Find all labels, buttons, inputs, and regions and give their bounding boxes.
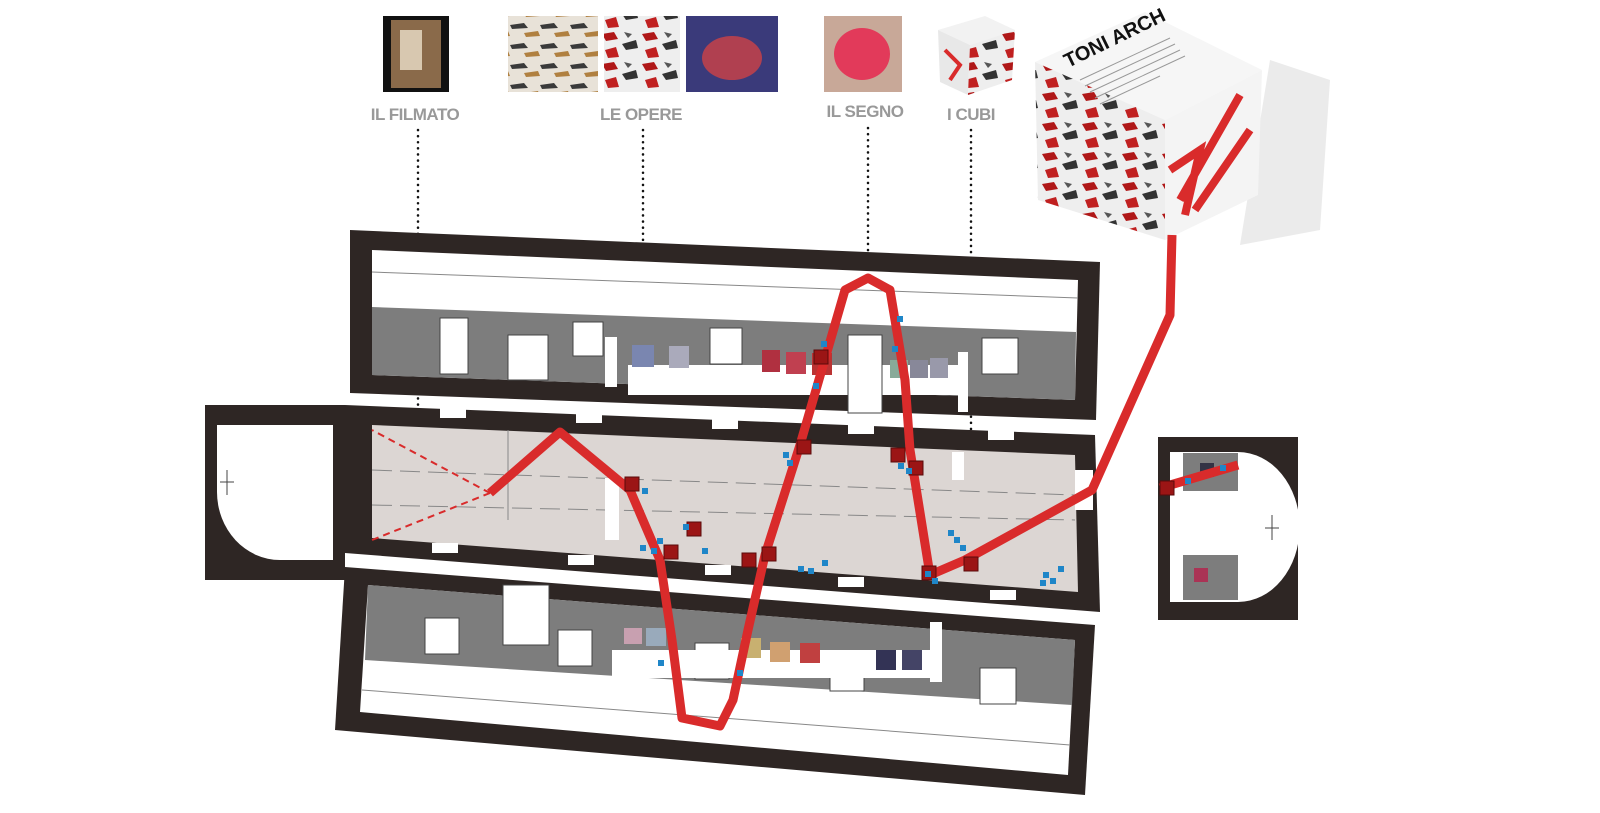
leader-lines	[416, 126, 973, 562]
spot-marker	[821, 341, 827, 347]
film-thumbnail[interactable]	[383, 16, 449, 92]
left-room	[205, 405, 345, 580]
spot-marker	[787, 460, 793, 466]
artwork-thumbnail-2[interactable]	[604, 16, 680, 92]
spot-marker	[640, 545, 646, 551]
label-le-opere: LE OPERE	[600, 105, 682, 124]
sign-thumbnail[interactable]	[824, 16, 902, 92]
spot-marker	[1050, 578, 1056, 584]
spot-marker	[892, 346, 898, 352]
spot-marker	[808, 568, 814, 574]
markers	[624, 316, 1226, 676]
spot-marker	[798, 566, 804, 572]
spot-marker	[822, 560, 828, 566]
spot-marker	[657, 538, 663, 544]
spot-marker	[898, 463, 904, 469]
spot-marker	[1040, 580, 1046, 586]
cube-marker	[1159, 480, 1175, 496]
cube-marker	[796, 439, 812, 455]
spot-marker	[651, 548, 657, 554]
spot-marker	[897, 316, 903, 322]
toni-arch-cube[interactable]: TONI ARCH	[1035, 4, 1330, 245]
spot-marker	[642, 488, 648, 494]
label-il-segno: IL SEGNO	[827, 102, 904, 121]
spot-marker	[932, 578, 938, 584]
cubes-thumbnail[interactable]	[938, 16, 1015, 95]
cube-marker	[686, 521, 702, 537]
artwork-thumbnail-1[interactable]	[508, 16, 598, 92]
artwork-thumbnail-3[interactable]	[686, 16, 778, 92]
spot-marker	[1043, 572, 1049, 578]
cube-marker	[761, 546, 777, 562]
spot-marker	[1185, 478, 1191, 484]
spot-marker	[658, 660, 664, 666]
spot-marker	[948, 530, 954, 536]
spot-marker	[1220, 465, 1226, 471]
cube-marker	[663, 544, 679, 560]
label-i-cubi: I CUBI	[947, 105, 995, 124]
cube-marker	[890, 447, 906, 463]
spot-marker	[960, 545, 966, 551]
cube-marker	[963, 556, 979, 572]
spot-marker	[954, 537, 960, 543]
label-il-filmato: IL FILMATO	[371, 105, 460, 124]
spot-marker	[906, 468, 912, 474]
cube-marker	[813, 349, 829, 365]
spot-marker	[1058, 566, 1064, 572]
spot-marker	[737, 670, 743, 676]
spot-marker	[702, 548, 708, 554]
upper-gallery	[350, 230, 1100, 420]
spot-marker	[683, 524, 689, 530]
spot-marker	[925, 571, 931, 577]
spot-marker	[783, 452, 789, 458]
spot-marker	[813, 383, 819, 389]
cube-marker	[624, 476, 640, 492]
right-room	[1158, 437, 1300, 620]
cube-marker	[741, 552, 757, 568]
